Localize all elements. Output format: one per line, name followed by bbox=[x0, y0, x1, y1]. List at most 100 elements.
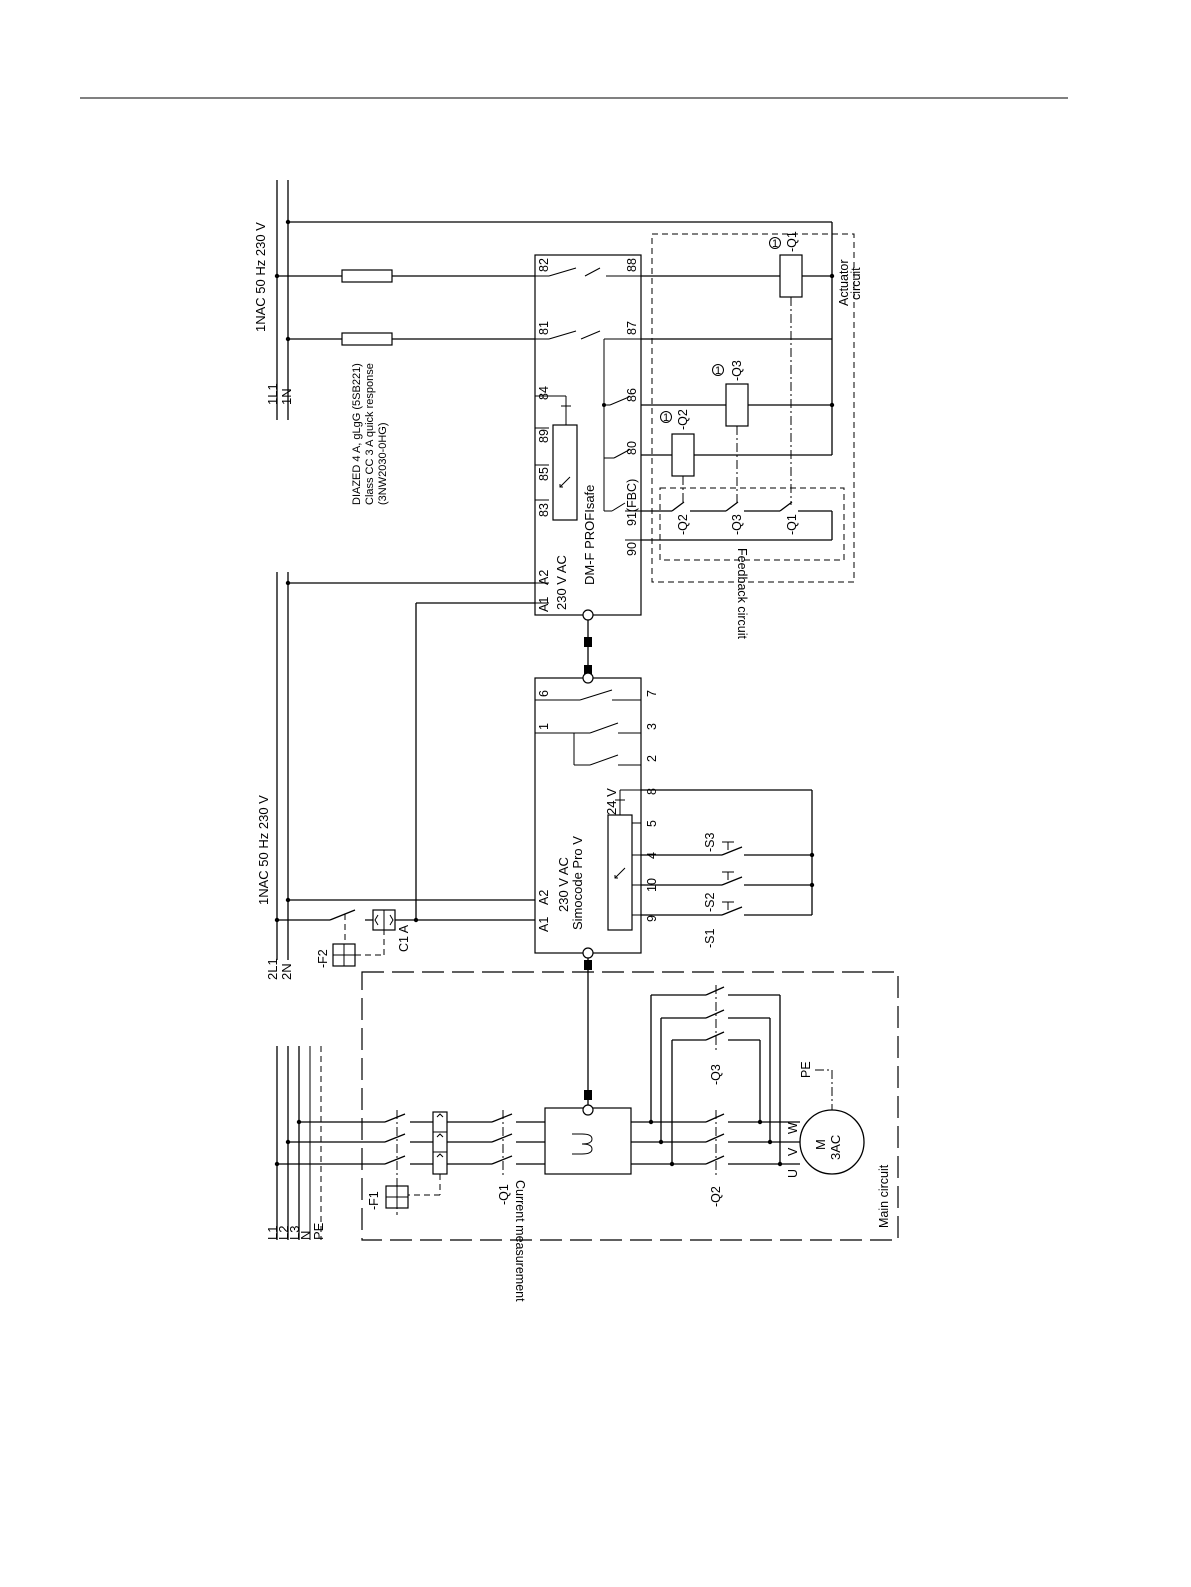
sim-t3: 3 bbox=[645, 723, 659, 730]
q3-label: -Q3 bbox=[709, 1064, 723, 1085]
fuse-note-line2: Class CC 3 A quick response bbox=[364, 363, 376, 505]
top-supply-l1: 1L1 bbox=[265, 383, 280, 405]
dm-t87: 87 bbox=[625, 321, 639, 335]
note-mark-q3: 1 bbox=[715, 365, 721, 377]
main-supply-rails bbox=[274, 1046, 322, 1240]
coil-q1-label: -Q1 bbox=[785, 231, 799, 252]
pe-label: PE bbox=[799, 1061, 813, 1078]
pushbutton-wiring bbox=[641, 789, 815, 916]
coil-q3-label: -Q3 bbox=[730, 360, 744, 381]
fuse-note-line3: (3NW2030-0HG) bbox=[377, 422, 389, 505]
coil-q2-label: -Q2 bbox=[676, 409, 690, 430]
sim-t9: 9 bbox=[645, 915, 659, 922]
f1-label: -F1 bbox=[367, 1191, 381, 1210]
fb-q1-label: -Q1 bbox=[785, 514, 799, 535]
note-mark-q2: 1 bbox=[663, 412, 669, 424]
top-supply-label: 1NAC 50 Hz 230 V bbox=[253, 222, 268, 332]
breaker-f1 bbox=[385, 1111, 448, 1209]
main-l3: L3 bbox=[287, 1226, 302, 1240]
sim-voltage: 230 V AC bbox=[556, 857, 571, 912]
main-circuit-region bbox=[361, 971, 899, 1241]
main-n: N bbox=[298, 1231, 313, 1240]
bus-cable bbox=[584, 620, 592, 1108]
current-transformer-symbol bbox=[572, 1133, 593, 1155]
motor-u: U bbox=[786, 1169, 800, 1178]
q1-label: -Q1 bbox=[497, 1184, 511, 1205]
fuse-81 bbox=[341, 332, 393, 346]
sim-ta2: A2 bbox=[537, 890, 551, 905]
main-pe: PE bbox=[311, 1222, 326, 1240]
motor-w: W bbox=[786, 1122, 800, 1134]
note-mark-q1: 1 bbox=[772, 238, 778, 250]
dm-t91: 91(FBC) bbox=[625, 479, 639, 526]
fb-q3-label: -Q3 bbox=[730, 514, 744, 535]
motor-m: M bbox=[813, 1139, 828, 1150]
dm-internal bbox=[535, 267, 641, 604]
dm-bus-connector bbox=[582, 609, 594, 621]
top-wires bbox=[277, 221, 833, 455]
note-circle-q2 bbox=[660, 411, 672, 423]
coil-q3 bbox=[725, 383, 749, 427]
dm-t90: 90 bbox=[625, 542, 639, 556]
current-meas-bus bbox=[582, 1104, 594, 1116]
top-supply-rails bbox=[274, 180, 291, 420]
sim-dc: 24 V bbox=[604, 788, 619, 815]
simocode-bus-top bbox=[582, 672, 594, 684]
fuse-note-line1: DIAZED 4 A, gLgG (5SB221) bbox=[351, 363, 363, 505]
note-circle-q1 bbox=[769, 237, 781, 249]
dm-t80: 80 bbox=[625, 441, 639, 455]
sim-t7: 7 bbox=[645, 690, 659, 697]
motor-v: V bbox=[786, 1147, 800, 1156]
current-measurement-label: Current measurement bbox=[513, 1180, 527, 1302]
top-supply-n: 1N bbox=[279, 388, 294, 405]
sim-t6: 6 bbox=[537, 690, 551, 697]
note-circle-q3 bbox=[712, 364, 724, 376]
simocode-internal bbox=[535, 689, 641, 931]
mid-supply-n: 2N bbox=[279, 963, 294, 980]
simocode-bus-bottom bbox=[582, 947, 594, 959]
feedback-wiring bbox=[641, 501, 833, 541]
mid-supply-l1: 2L1 bbox=[265, 958, 280, 980]
dm-t83: 83 bbox=[537, 503, 551, 517]
f2-label: -F2 bbox=[316, 949, 330, 968]
dm-t89: 89 bbox=[537, 429, 551, 443]
sim-ta1: A1 bbox=[537, 917, 551, 932]
sim-t2: 2 bbox=[645, 755, 659, 762]
breaker-f2 bbox=[332, 909, 396, 967]
main-power-path bbox=[277, 985, 800, 1215]
dm-ta1: A1 bbox=[537, 597, 551, 612]
main-circuit-label: Main circuit bbox=[877, 1164, 891, 1228]
s3-label: -S3 bbox=[703, 833, 717, 853]
dm-t86: 86 bbox=[625, 388, 639, 402]
dm-name: DM-F PROFIsafe bbox=[582, 485, 597, 585]
current-measurement-box bbox=[544, 1107, 632, 1175]
actuator-circuit-region bbox=[651, 233, 855, 583]
s2-label: -S2 bbox=[703, 893, 717, 913]
dm-t85: 85 bbox=[537, 467, 551, 481]
motor-3ac: 3AC bbox=[828, 1135, 843, 1160]
dm-t82: 82 bbox=[537, 258, 551, 272]
actuator-label-2: circuit bbox=[849, 267, 863, 300]
sim-t1: 1 bbox=[537, 723, 551, 730]
main-l1: L1 bbox=[265, 1226, 280, 1240]
coil-q1 bbox=[779, 254, 803, 298]
actuator-label-1: Actuator bbox=[837, 259, 851, 306]
sim-t5: 5 bbox=[645, 820, 659, 827]
main-l2: L2 bbox=[276, 1226, 291, 1240]
dm-t84: 84 bbox=[537, 386, 551, 400]
fb-q2-label: -Q2 bbox=[676, 514, 690, 535]
sim-t8: 8 bbox=[645, 788, 659, 795]
dm-t81: 81 bbox=[537, 321, 551, 335]
dm-ta2: A2 bbox=[537, 570, 551, 585]
s1-label: -S1 bbox=[703, 929, 717, 949]
sim-name: Simocode Pro V bbox=[570, 836, 585, 930]
feedback-label: Feedback circuit bbox=[735, 548, 749, 640]
c1a-label: C1 A bbox=[397, 924, 411, 952]
feedback-circuit-region bbox=[659, 487, 845, 561]
fuse-82 bbox=[341, 269, 393, 283]
mid-wires bbox=[277, 582, 535, 923]
mid-supply-rails bbox=[274, 572, 291, 960]
dm-voltage: 230 V AC bbox=[554, 555, 569, 610]
coil-q2 bbox=[671, 433, 695, 477]
